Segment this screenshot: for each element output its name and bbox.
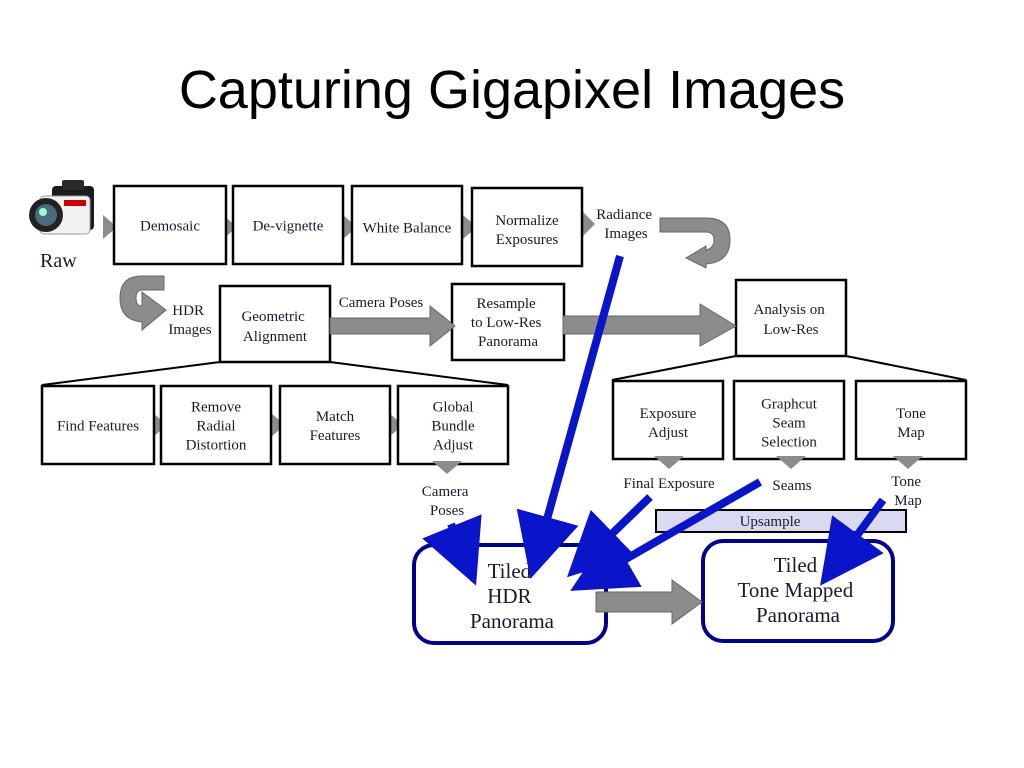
radiance-images-label: Radiance Images	[596, 207, 656, 242]
slide-title: Capturing Gigapixel Images	[178, 60, 846, 120]
top-row-text: Demosaic De-vignette White Balance Normaliz…	[140, 213, 559, 248]
geo-sub-boxes	[40, 384, 510, 466]
raw-label: Raw	[40, 250, 77, 272]
step-box	[396, 384, 510, 466]
step-box	[231, 184, 345, 266]
blue-arrows	[422, 254, 887, 591]
step-box	[159, 384, 273, 466]
step-label: Find Features	[57, 418, 139, 434]
analysis-box	[734, 278, 848, 358]
analysis-down-arrows	[654, 456, 923, 469]
curved-arrow-right	[659, 217, 731, 269]
down-arrow	[432, 461, 462, 474]
expansion-lines	[41, 355, 967, 386]
big-arrow-to-analysis	[562, 303, 737, 347]
tone-map-output-label: Tone Map	[891, 474, 925, 509]
final-exposure-label: Final Exposure	[623, 476, 715, 492]
blue-arrow-tone-map	[820, 497, 887, 586]
step-label: White Balance	[363, 220, 452, 236]
tiled-tone-mapped-panorama-text: Tiled Tone Mapped Panorama	[738, 553, 859, 627]
big-arrow-camera-poses	[329, 304, 456, 348]
camera-icon	[29, 180, 94, 235]
step-label: De-vignette	[253, 218, 324, 234]
step-box	[40, 384, 156, 466]
tiled-hdr-panorama-text: Tiled HDR Panorama	[470, 559, 555, 633]
step-label: Demosaic	[140, 218, 200, 234]
top-row-boxes	[112, 184, 584, 268]
resample-text: Resample to Low-Res Panorama	[471, 296, 545, 350]
blue-arrow-radiance	[516, 254, 624, 579]
blue-arrow-seams	[570, 478, 762, 591]
step-box	[732, 379, 846, 461]
step-box	[470, 186, 584, 268]
geometric-alignment-text: Geometric Alignment	[241, 309, 308, 345]
step-box	[278, 384, 392, 466]
big-arrow-to-tone-mapped	[595, 579, 703, 625]
step-box	[112, 184, 228, 266]
curved-arrow-left	[119, 275, 167, 332]
analysis-text: Analysis on Low-Res	[754, 302, 829, 338]
step-box	[350, 184, 464, 266]
camera-poses-bottom-label: Camera Poses	[422, 484, 472, 519]
middle-row-boxes	[218, 278, 848, 364]
upsample-label: Upsample	[740, 514, 801, 530]
camera-poses-top-label: Camera Poses	[339, 295, 424, 311]
blue-arrow-camera-poses	[422, 514, 482, 586]
hdr-images-label: HDR Images	[168, 303, 211, 338]
geometric-alignment-box	[218, 284, 332, 364]
seams-label: Seams	[772, 478, 811, 494]
resample-box	[450, 282, 566, 362]
